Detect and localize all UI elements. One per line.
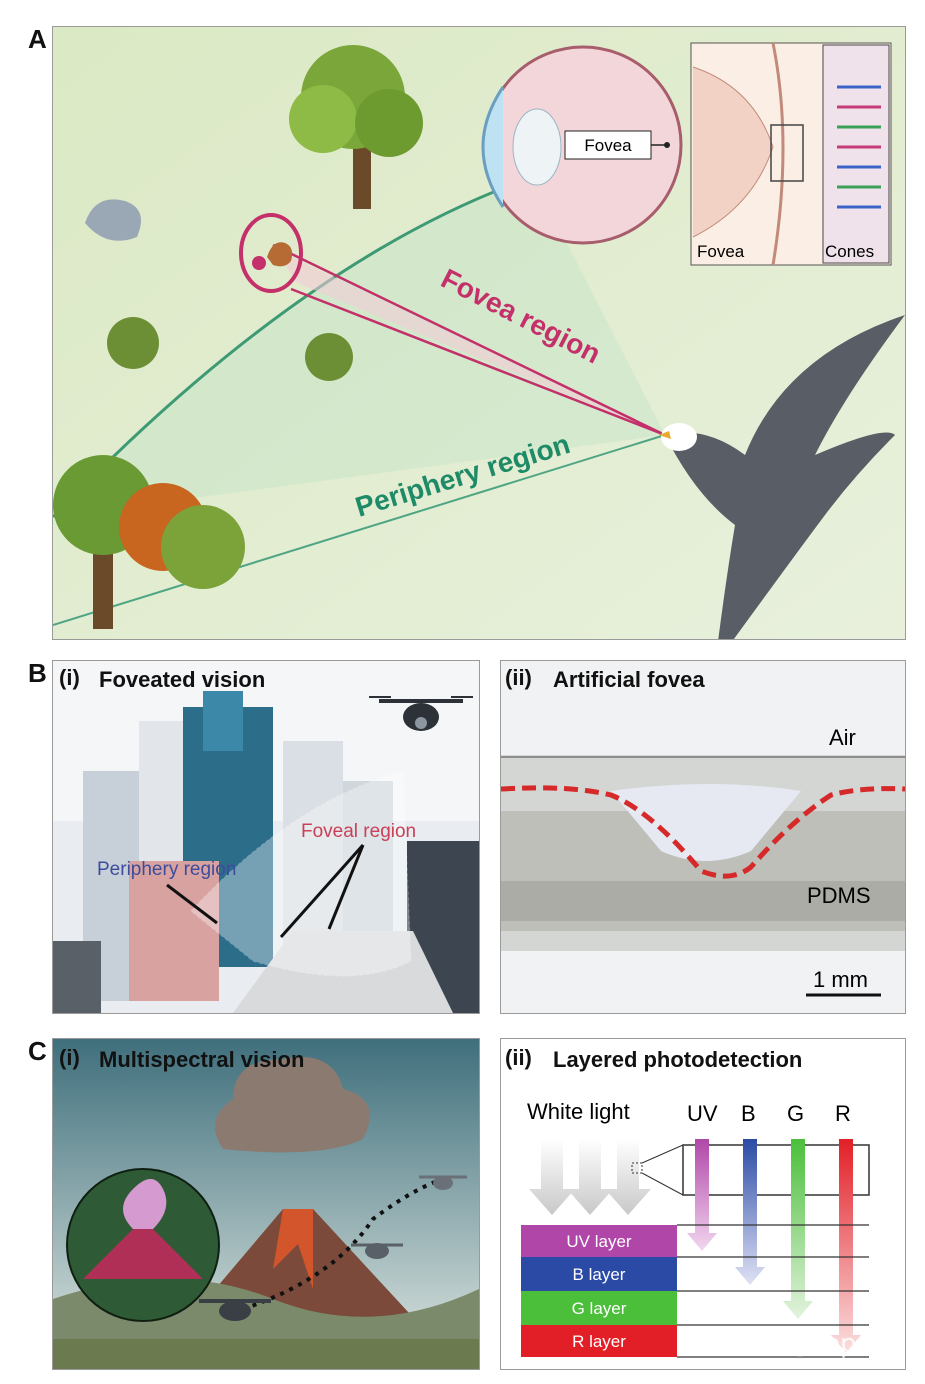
periphery-cone bbox=[53, 177, 665, 517]
r-channel-label: R bbox=[835, 1101, 851, 1126]
fovea-label: Fovea bbox=[584, 136, 632, 155]
panel-b-ii-title: Artificial fovea bbox=[553, 667, 705, 692]
city-drone-scene: Foveal region Periphery region bbox=[53, 661, 479, 1013]
b-arrow bbox=[735, 1139, 765, 1285]
panel-a-illustration: Fovea Fovea Cones Fovea region Peripher bbox=[52, 26, 906, 640]
ash-cloud bbox=[215, 1057, 370, 1153]
panel-c-ii-index: (ii) bbox=[505, 1045, 532, 1070]
panel-a-letter: A bbox=[28, 24, 47, 54]
uv-channel-label: UV bbox=[687, 1101, 718, 1126]
rock bbox=[85, 199, 141, 241]
drone bbox=[351, 1243, 403, 1259]
artificial-fovea-micrograph: Air PDMS 1 mm bbox=[501, 661, 905, 1013]
fovea-target-circle bbox=[239, 213, 303, 293]
white-light-arrows bbox=[529, 1139, 651, 1215]
panel-b-i-title: Foveated vision bbox=[99, 667, 266, 692]
retina-inset: Fovea Cones bbox=[690, 42, 892, 266]
zoom-box bbox=[682, 1144, 870, 1196]
periphery-region-label-b: Periphery region bbox=[97, 859, 236, 880]
eagle bbox=[659, 315, 905, 639]
squirrel bbox=[267, 242, 293, 267]
panel-b-ii-index: (ii) bbox=[505, 665, 532, 690]
panel-c-i-index: (i) bbox=[59, 1045, 80, 1070]
b-channel-label: B bbox=[741, 1101, 756, 1126]
tree-left bbox=[53, 455, 245, 629]
uv-layer-label: UV layer bbox=[566, 1232, 632, 1251]
bush bbox=[107, 317, 159, 369]
drone bbox=[369, 696, 473, 731]
air-label: Air bbox=[829, 725, 856, 750]
panel-b-i-index: (i) bbox=[59, 665, 80, 690]
layered-photodetector-diagram: White light UV B G R UV layer B laye bbox=[521, 1099, 870, 1358]
street bbox=[233, 931, 453, 1013]
panel-b-ii: Air PDMS 1 mm (ii) Artificial fovea bbox=[500, 660, 906, 1014]
drone bbox=[199, 1299, 271, 1321]
panel-c-i: (i) Multispectral vision bbox=[52, 1038, 480, 1370]
fovea-profile-line bbox=[501, 785, 905, 879]
eye-diagram: Fovea bbox=[481, 45, 683, 245]
ball bbox=[252, 256, 266, 270]
r-arrow bbox=[831, 1139, 861, 1353]
bush bbox=[305, 333, 353, 381]
inset-cones-label: Cones bbox=[825, 242, 874, 261]
tree-top bbox=[289, 45, 423, 209]
panel-b-i: Foveal region Periphery region (i) Fovea… bbox=[52, 660, 480, 1014]
uv-arrow bbox=[687, 1139, 717, 1251]
scale-label: 1 mm bbox=[813, 967, 868, 992]
inset-fovea-label: Fovea bbox=[697, 242, 745, 261]
foveal-region-label: Foveal region bbox=[301, 821, 416, 842]
panel-c-letter: C bbox=[28, 1036, 47, 1066]
g-layer bbox=[521, 1291, 677, 1325]
white-light-label: White light bbox=[527, 1099, 630, 1124]
g-arrow bbox=[783, 1139, 813, 1319]
pdms-label: PDMS bbox=[807, 883, 871, 908]
g-channel-label: G bbox=[787, 1101, 804, 1126]
drone bbox=[419, 1175, 467, 1190]
volcano-drone-scene bbox=[53, 1039, 479, 1369]
panel-c-ii-title: Layered photodetection bbox=[553, 1047, 803, 1072]
b-layer-label: B layer bbox=[573, 1265, 626, 1284]
panel-c-i-title: Multispectral vision bbox=[99, 1047, 305, 1072]
r-layer-label: R layer bbox=[572, 1332, 626, 1351]
b-layer bbox=[521, 1257, 677, 1291]
r-layer bbox=[521, 1325, 677, 1357]
panel-b-letter: B bbox=[28, 658, 47, 688]
g-layer-label: G layer bbox=[572, 1299, 627, 1318]
uv-layer bbox=[521, 1225, 677, 1257]
watermark: 知乎 @Top Liu bbox=[726, 1329, 903, 1359]
panel-c-ii: White light UV B G R UV layer B laye bbox=[500, 1038, 906, 1370]
eagle-vision-scene: Fovea Fovea Cones Fovea region Peripher bbox=[53, 27, 905, 639]
